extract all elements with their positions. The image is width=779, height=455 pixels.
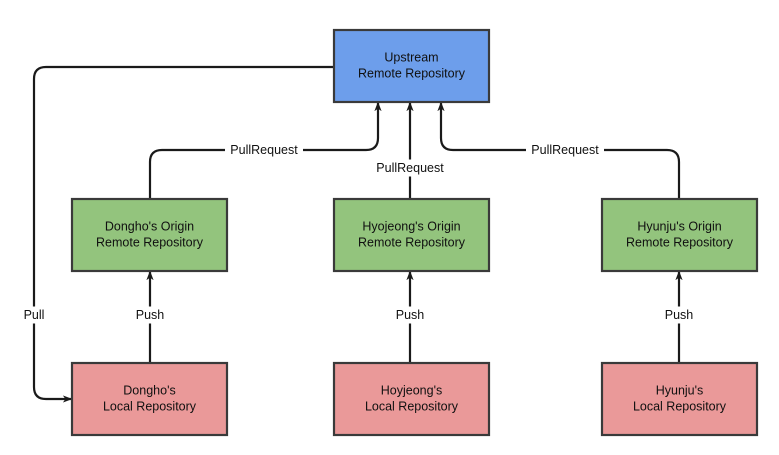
edge-label-pullrequest-dongho-origin-to-upstream: PullRequest [225,141,303,159]
node-label-line2: Remote Repository [626,235,734,249]
node-label-line1: Hyojeong's Origin [362,219,460,233]
edge-label-text: Push [136,308,165,322]
edge-label-backdrop [225,141,303,159]
edge-label-backdrop [660,306,698,324]
edge-line [32,65,334,401]
edge-label-text: Push [665,308,694,322]
edge-label-text: Push [396,308,425,322]
node-label-line1: Hyunju's [656,383,704,397]
node-label-line2: Local Repository [365,399,459,413]
edge-label-backdrop [526,141,604,159]
edge-label-pull-upstream-to-dongho-local: Pull [19,306,49,324]
edge-label-text: Pull [24,308,45,322]
node-box[interactable] [70,197,229,273]
edge-label-push-dongho-local-to-origin: Push [131,306,169,324]
node-box[interactable] [332,28,491,104]
edge-label-backdrop [131,306,169,324]
edge-label-text: PullRequest [376,161,444,175]
edge-label-text: PullRequest [531,143,599,157]
node-box[interactable] [332,197,491,273]
node-label-line1: Hoyjeong's [381,383,442,397]
edge-label-push-hoyjeong-local-to-origin: Push [391,306,429,324]
node-box[interactable] [70,361,229,437]
edge-label-text: PullRequest [230,143,298,157]
node-label-line1: Hyunju's Origin [637,219,721,233]
node-box[interactable] [332,361,491,437]
node-box[interactable] [600,361,759,437]
edge-label-backdrop [371,159,449,177]
node-label-line2: Remote Repository [358,235,466,249]
node-label-line1: Dongho's [123,383,175,397]
edge-label-pullrequest-hyunju-origin-to-upstream: PullRequest [526,141,604,159]
node-label-line2: Local Repository [633,399,727,413]
edge-label-pullrequest-hyojeong-origin-to-upstream: PullRequest [371,159,449,177]
node-label-line1: Upstream [384,50,438,64]
node-label-line2: Remote Repository [358,66,466,80]
node-label-line1: Dongho's Origin [105,219,194,233]
edge-pull-upstream-to-dongho-local [32,65,334,403]
edge-labels-layer: PullPullRequestPullRequestPullRequestPus… [19,141,698,324]
edge-label-backdrop [391,306,429,324]
node-label-line2: Local Repository [103,399,197,413]
edge-label-push-hyunju-local-to-origin: Push [660,306,698,324]
edge-label-backdrop [19,306,49,324]
node-box[interactable] [600,197,759,273]
node-label-line2: Remote Repository [96,235,204,249]
